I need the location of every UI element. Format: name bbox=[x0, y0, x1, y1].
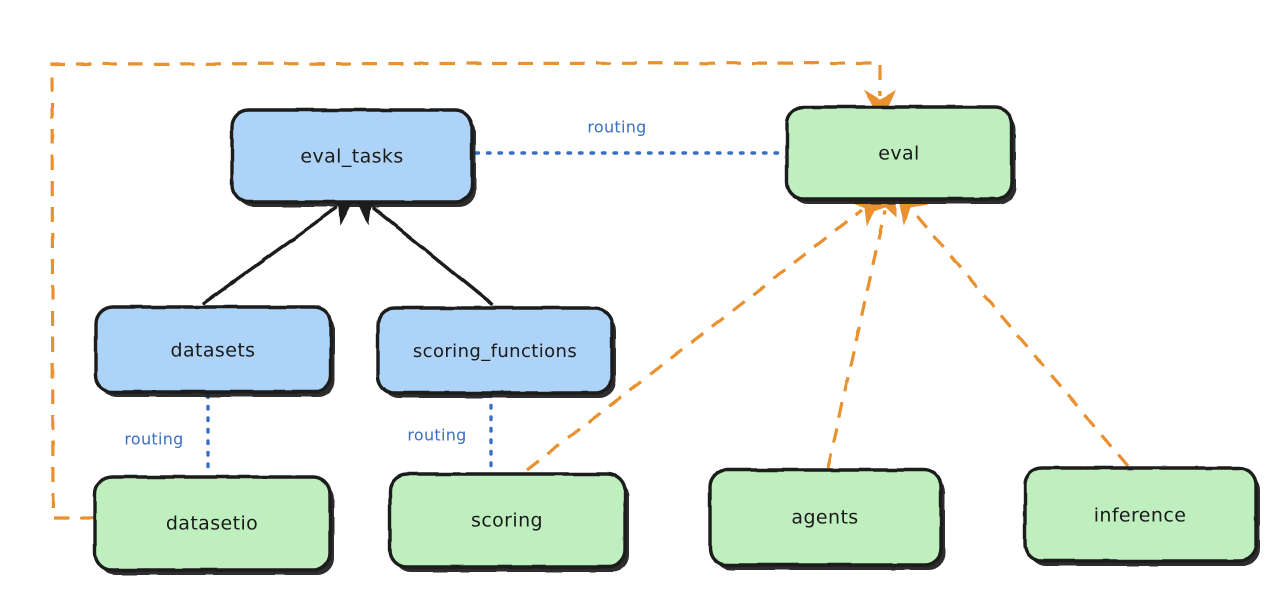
node-eval_tasks-body bbox=[230, 108, 474, 204]
node-datasetio-label: datasetio bbox=[166, 513, 258, 535]
node-scoring_functions-body bbox=[376, 306, 614, 395]
node-scoring_functions-label: scoring_functions bbox=[413, 341, 577, 362]
edge-label-routing-scoringfunctions-scoring: routing bbox=[407, 426, 466, 445]
node-inference-label: inference bbox=[1094, 505, 1187, 527]
edge-labels-layer: routing routing routing bbox=[124, 118, 646, 449]
edge-label-routing-datasets-datasetio: routing bbox=[124, 430, 183, 449]
node-agents-label: agents bbox=[791, 507, 858, 529]
edge-datasetio-eval bbox=[50, 61, 896, 520]
node-scoring_functions[interactable]: scoring_functions bbox=[376, 306, 616, 398]
node-scoring-body bbox=[388, 472, 627, 569]
node-scoring[interactable]: scoring bbox=[388, 472, 629, 572]
node-agents-body bbox=[708, 468, 943, 567]
node-agents[interactable]: agents bbox=[708, 468, 945, 570]
node-inference[interactable]: inference bbox=[1023, 466, 1260, 566]
node-datasets-label: datasets bbox=[171, 340, 256, 362]
edge-label-routing-evaltasks-eval: routing bbox=[587, 118, 646, 137]
edges-layer bbox=[50, 61, 1130, 520]
node-eval[interactable]: eval bbox=[785, 105, 1016, 204]
node-datasetio-body bbox=[93, 475, 332, 572]
node-eval_tasks-label: eval_tasks bbox=[300, 146, 403, 168]
edge-scoringfunctions-evaltasks bbox=[352, 190, 494, 306]
edge-scoring-eval bbox=[526, 194, 883, 472]
node-scoring-label: scoring bbox=[471, 510, 543, 532]
node-datasets-body bbox=[94, 305, 333, 394]
node-datasetio[interactable]: datasetio bbox=[93, 475, 334, 575]
node-eval_tasks[interactable]: eval_tasks bbox=[230, 108, 476, 207]
nodes-layer: eval_tasks eval datasets scoring_functio… bbox=[93, 105, 1260, 575]
edge-datasets-evaltasks bbox=[202, 192, 359, 305]
node-eval-label: eval bbox=[878, 143, 919, 165]
node-inference-body bbox=[1023, 466, 1258, 563]
node-datasets[interactable]: datasets bbox=[94, 305, 335, 397]
edge-inference-eval bbox=[895, 190, 1130, 468]
node-eval-body bbox=[785, 105, 1014, 201]
edge-agents-eval bbox=[826, 185, 900, 469]
